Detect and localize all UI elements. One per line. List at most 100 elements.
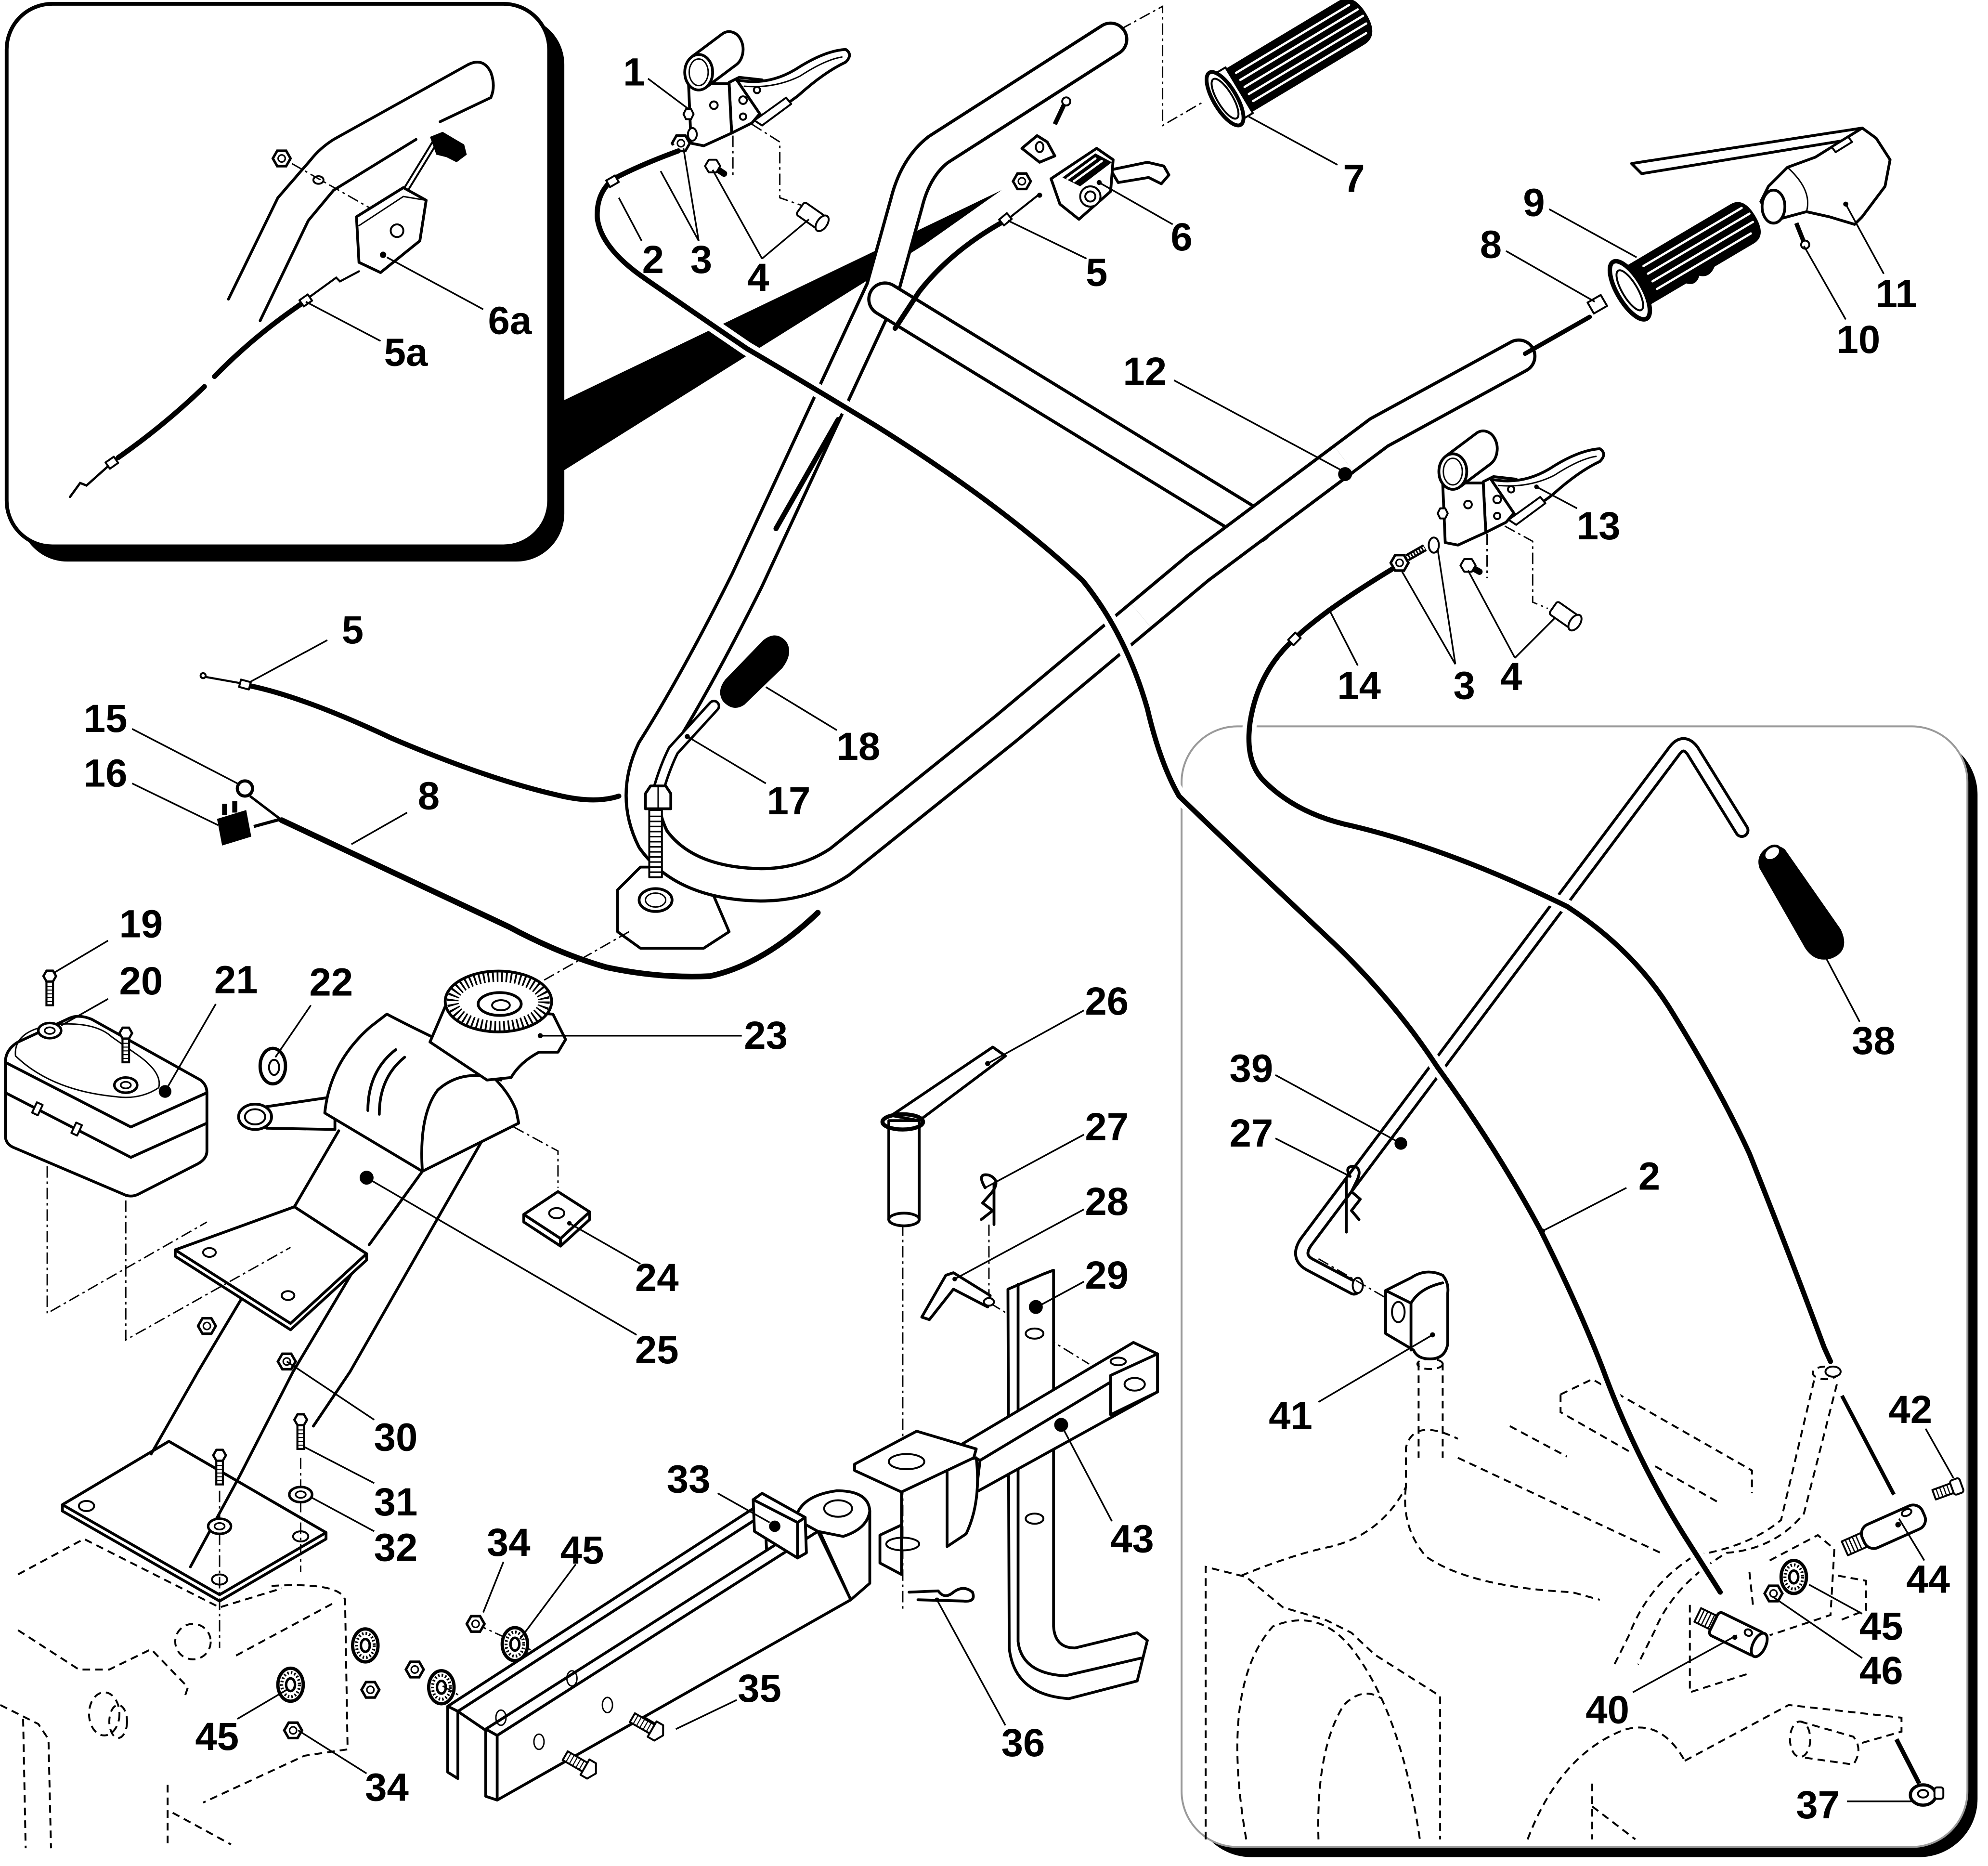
engine-boss [108,1704,128,1739]
callout-24: 24 [569,1222,679,1300]
cable-ferrule [104,456,119,470]
knob-opening [1763,844,1782,862]
rod-fill [1297,740,1747,1293]
callout-number: 11 [1876,272,1917,316]
callout-number: 45 [1859,1605,1903,1648]
callout-23: 23 [540,1014,788,1057]
leader-line [351,811,408,845]
callout-number: 1 [623,51,645,94]
cable-sheath [212,299,307,379]
callout-number: 23 [744,1014,788,1057]
assembly-axis [291,163,384,216]
part-1-lever [672,32,850,232]
cable-end-fitting [1824,1365,1842,1378]
leader-line [482,1561,505,1613]
detail-inset-top-left [4,1,565,562]
switch-lever [1109,161,1170,185]
part-20-washer [39,1023,61,1038]
callout-33: 33 [667,1458,770,1524]
clip-wire [1894,1738,1922,1785]
leader-line [1548,208,1637,258]
handlebar-tube-fill [1131,447,1353,627]
part-17-adjuster-rod [644,700,720,878]
eyelet-wire [249,795,283,822]
callout-5: 5 [1007,220,1107,294]
leader-line [954,1208,1085,1280]
leader-line [985,1134,1085,1189]
part-45-washer [1781,1561,1806,1593]
callout-number: 27 [1085,1105,1129,1149]
part-6-throttle-switch [1013,96,1170,221]
switch-edge [358,196,427,227]
tine-bar-hole [1025,1327,1045,1340]
rod-end [1351,1277,1364,1294]
part-27-r-clip [980,1173,998,1226]
cable-nipple [199,672,207,679]
clip-spring [1346,1164,1362,1221]
part-4-screw-head [1459,558,1477,573]
callout-number: 8 [418,774,440,818]
pivot-cylinder [1800,1720,1859,1766]
switch-hole [380,251,387,258]
drawbar-hole [533,1733,545,1750]
leader-line [717,1492,770,1524]
leader-line [1632,1634,1737,1693]
part-39-shift-rod [1294,737,1750,1296]
part-8-cable-end [1522,314,1592,356]
assembly-axis [1504,525,1548,609]
part-42-screw [1931,1477,1964,1501]
callout-10: 10 [1803,245,1880,362]
part-18-knob [720,635,790,708]
engine-edge [167,1785,232,1849]
callout-number: 5a [384,330,428,374]
washer [429,1671,454,1704]
leader-line [1898,1518,1925,1561]
callouts-handlebar: 1 2 3 4 5 6 7 8 9 10 11 12 13 14 3 4 5 1… [84,51,1917,845]
pin-end [814,214,830,232]
tube-top-hole [1109,1357,1127,1367]
thread-lines [1935,1484,1951,1499]
part-45-washer [278,1668,303,1701]
pin-body [1860,1503,1927,1550]
part-19-bolt [43,971,56,1005]
throttle-edge [1786,167,1808,213]
part-30-nut [278,1354,296,1369]
grip-opening [1615,269,1644,312]
cable-sheath [116,384,207,460]
callout-number: 39 [1230,1047,1273,1091]
clip-tab [1933,1786,1945,1800]
callout-number: 4 [1500,655,1522,699]
part-3-washer [687,127,698,142]
leader-line [54,940,109,973]
callout-18: 18 [765,686,880,769]
engine-outline-lower-left [0,1538,349,1849]
leader-line [237,1689,287,1720]
switch-clamp-hole [1035,141,1045,153]
callout-40: 40 [1585,1634,1737,1732]
clip-spring [980,1173,998,1221]
leader-line [1318,1334,1433,1403]
callout-number: 24 [635,1256,679,1300]
grip-opening [1210,78,1240,120]
leader-dot [1534,484,1539,489]
engine-arch-inner [1317,1693,1383,1840]
leader-line [761,219,810,260]
switch-ridge-line [1066,157,1103,183]
leader-line [61,998,109,1027]
pin-end [1567,613,1583,632]
callout-number: 44 [1906,1558,1950,1602]
leader-line [131,783,219,826]
cross-tube-fill [870,284,1270,541]
leader-line [303,1446,375,1484]
cable-inner-wire [69,463,112,498]
right-inset-parts [1318,1164,1964,1807]
bolt-thread [633,1715,652,1732]
callout-45-right: 45 [1808,1584,1903,1648]
handlebar-tube-end [467,61,495,99]
cable-ferrule [238,679,252,691]
engine-edge [17,1538,282,1609]
callout-35: 35 [676,1667,781,1730]
clamp-shaft [1417,1362,1444,1458]
callout-number: 5 [342,608,364,652]
callout-number: 41 [1269,1394,1312,1438]
